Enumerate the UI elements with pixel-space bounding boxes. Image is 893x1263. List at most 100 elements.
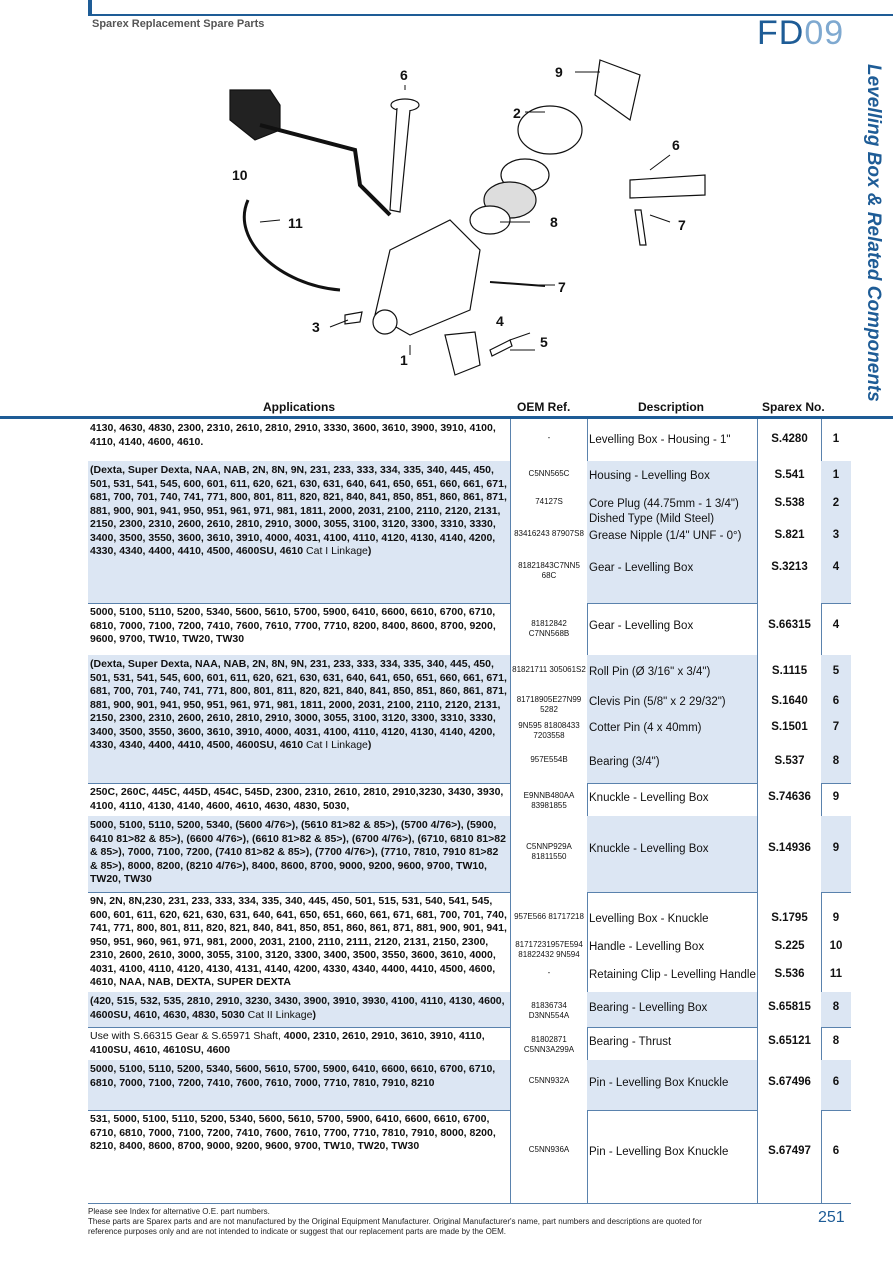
callout-4: 4: [496, 313, 504, 329]
desc-value: Gear - Levelling Box: [589, 620, 694, 632]
no-value: 9: [832, 912, 840, 924]
desc-cell: Pin - Levelling Box Knuckle: [587, 1060, 757, 1110]
desc-cell: Bearing - Levelling Box: [587, 992, 757, 1027]
no-value: 6: [832, 1145, 840, 1157]
sparex-value: S.1795: [771, 912, 808, 924]
oem-value: 81812842 C7NN568B: [528, 619, 570, 638]
sparex-value: S.1115: [771, 665, 808, 677]
sparex-cell: S.4280: [757, 419, 822, 461]
callout-9: 9: [555, 64, 563, 80]
no-value: 11: [829, 968, 843, 980]
table-row: 250C, 260C, 445C, 445D, 454C, 545D, 2300…: [88, 783, 851, 817]
desc-value: Grease Nipple (1/4" UNF - 0°): [589, 530, 742, 542]
callout-1: 1: [400, 352, 408, 368]
callout-3: 3: [312, 319, 320, 335]
desc-value: Knuckle - Levelling Box: [589, 792, 709, 804]
oem-cell: C5NN932A: [510, 1060, 588, 1110]
oem-value: 81802871 C5NN3A299A: [523, 1035, 575, 1054]
applications-list: 5000, 5100, 5110, 5200, 5340, (5600 4/76…: [90, 819, 506, 885]
sparex-cell: S.65815: [757, 992, 822, 1027]
no-cell: 6: [821, 1110, 851, 1203]
applications-cell: (420, 515, 532, 535, 2810, 2910, 3230, 3…: [90, 992, 508, 1027]
desc-cell: Gear - Levelling Box: [587, 603, 757, 655]
callout-10: 10: [232, 167, 248, 183]
desc-cell: Knuckle - Levelling Box: [587, 783, 757, 816]
linkage-note: Cat I Linkage: [303, 739, 368, 751]
no-value: 1: [832, 469, 840, 481]
oem-cell: C5NN936A: [510, 1110, 588, 1203]
sparex-value: S.67496: [768, 1076, 811, 1088]
applications-list: 250C, 260C, 445C, 445D, 454C, 545D, 2300…: [90, 786, 504, 812]
applications-cell: 250C, 260C, 445C, 445D, 454C, 545D, 2300…: [90, 783, 508, 816]
desc-cell: Knuckle - Levelling Box: [587, 816, 757, 892]
applications-cell: 4130, 4630, 4830, 2300, 2310, 2610, 2810…: [90, 419, 508, 461]
sparex-value: S.1501: [771, 721, 808, 733]
desc-value: Pin - Levelling Box Knuckle: [589, 1146, 729, 1158]
applications-list: 4130, 4630, 4830, 2300, 2310, 2610, 2810…: [90, 422, 496, 448]
oem-value: 9N595 81808433 7203558: [518, 721, 580, 740]
section-code: FD09: [757, 14, 844, 53]
header-accent: [88, 0, 92, 16]
table-row: 531, 5000, 5100, 5110, 5200, 5340, 5600,…: [88, 1110, 851, 1204]
callout-8: 8: [550, 214, 558, 230]
table-top-rule: [0, 416, 893, 419]
oem-value: C5NNP929A 81811550: [526, 842, 572, 861]
brand-label: Sparex Replacement Spare Parts: [92, 18, 265, 30]
no-cell: 4: [821, 603, 851, 655]
table-row: 5000, 5100, 5110, 5200, 5340, 5600, 5610…: [88, 603, 851, 656]
no-value: 1: [832, 433, 840, 445]
sparex-value: S.538: [774, 497, 805, 509]
desc-value: Core Plug (44.75mm - 1 3/4") Dished Type…: [589, 498, 739, 525]
side-title: Levelling Box & Related Components: [846, 64, 886, 444]
no-value: 9: [832, 791, 840, 803]
callout-5: 5: [540, 334, 548, 350]
applications-cell: 5000, 5100, 5110, 5200, 5340, 5600, 5610…: [90, 1060, 508, 1110]
sparex-cell: S.67497: [757, 1110, 822, 1203]
no-value: 8: [832, 755, 840, 767]
callout-6b: 6: [672, 137, 680, 153]
table-row: (Dexta, Super Dexta, NAA, NAB, 2N, 8N, 9…: [88, 461, 851, 604]
sparex-value: S.225: [774, 940, 805, 952]
no-value: 4: [832, 561, 840, 573]
section-code-letters: FD: [757, 14, 805, 52]
callout-2: 2: [513, 105, 521, 121]
desc-cell: Roll Pin (Ø 3/16" x 3/4")Clevis Pin (5/8…: [587, 655, 757, 783]
desc-value: Levelling Box - Housing - 1": [589, 434, 731, 446]
housing-bore: [372, 309, 398, 335]
table-row: 5000, 5100, 5110, 5200, 5340, 5600, 5610…: [88, 1060, 851, 1111]
oem-cell: 81836734 D3NN554A: [510, 992, 588, 1027]
linkage-note: Cat I Linkage: [303, 545, 368, 557]
sparex-cell: S.14936: [757, 816, 822, 892]
desc-value: Bearing - Thrust: [589, 1036, 672, 1048]
header-rule: [88, 14, 893, 16]
linkage-note: Cat II Linkage: [244, 1008, 313, 1021]
desc-value: Knuckle - Levelling Box: [589, 843, 709, 855]
pinion-gear: [444, 331, 481, 376]
oem-value: E9NNB480AA 83981855: [523, 791, 575, 810]
oem-value: 957E566 81717218: [514, 912, 584, 921]
section-code-number: 09: [804, 14, 845, 52]
oem-value: 83416243 87907S8: [514, 529, 584, 538]
sparex-value: S.65815: [768, 1001, 811, 1013]
sparex-value: S.537: [774, 755, 805, 767]
applications-cell: 5000, 5100, 5110, 5200, 5340, 5600, 5610…: [90, 603, 508, 655]
knuckle-top: [594, 59, 641, 122]
applications-list: (Dexta, Super Dexta, NAA, NAB, 2N, 8N, 9…: [90, 658, 507, 751]
oem-cell: E9NNB480AA 83981855: [510, 783, 588, 816]
no-cell: 8: [821, 1027, 851, 1060]
applications-cell: Use with S.66315 Gear & S.65971 Shaft, 4…: [90, 1027, 508, 1060]
no-value: 7: [832, 721, 840, 733]
no-value: 2: [832, 497, 840, 509]
cotter-pin-right: [634, 209, 647, 246]
col-sparex: Sparex No.: [762, 400, 825, 414]
table-row: 5000, 5100, 5110, 5200, 5340, (5600 4/76…: [88, 816, 851, 893]
clevis-pin-head: [390, 98, 420, 112]
col-description: Description: [638, 400, 705, 414]
applications-list: 5000, 5100, 5110, 5200, 5340, 5600, 5610…: [90, 606, 496, 645]
sparex-value: S.541: [774, 469, 805, 481]
